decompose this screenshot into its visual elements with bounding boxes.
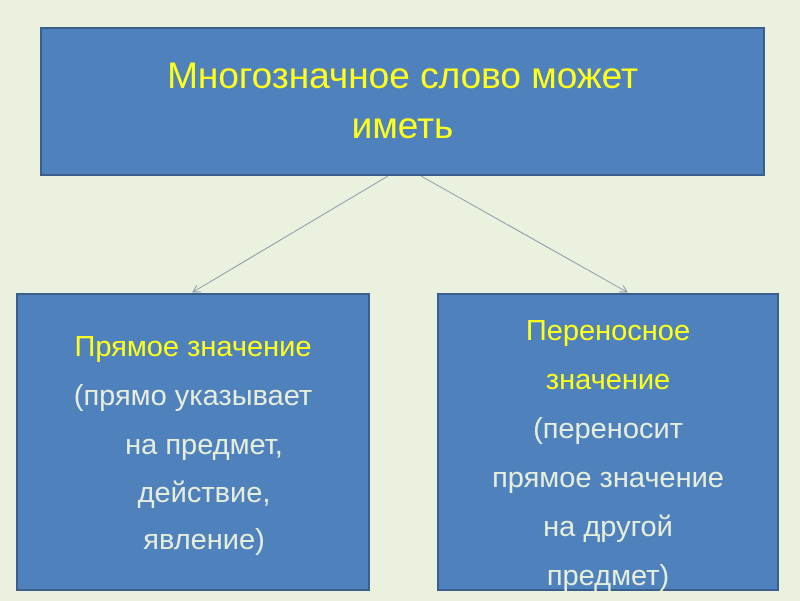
figurative-meaning-text: на другой [543,511,673,543]
root-title-line: Многозначное слово может [167,55,638,96]
figurative-meaning-node: Переносное значение (переносит прямое зн… [437,293,779,592]
direct-meaning-text: на предмет, [125,429,283,461]
direct-meaning-text: действие, [137,477,271,509]
figurative-meaning-text: (переносит [533,413,683,445]
direct-meaning-node: Прямое значение (прямо указывает на пред… [16,293,370,591]
figurative-meaning-heading: Переносное [525,315,691,347]
figurative-meaning-heading: значение [545,364,671,396]
direct-meaning-heading: Прямое значение [74,331,312,363]
figurative-meaning-text: предмет) [546,560,670,592]
figurative-meaning-text: прямое значение [492,462,724,494]
root-node: Многозначное слово может иметь [40,27,765,176]
arrow-to-figurative-meaning [420,175,627,292]
root-title-line: иметь [351,105,454,146]
direct-meaning-text: (прямо указывает [73,380,313,412]
direct-meaning-text: явление) [143,524,265,556]
arrow-to-direct-meaning [193,175,389,292]
